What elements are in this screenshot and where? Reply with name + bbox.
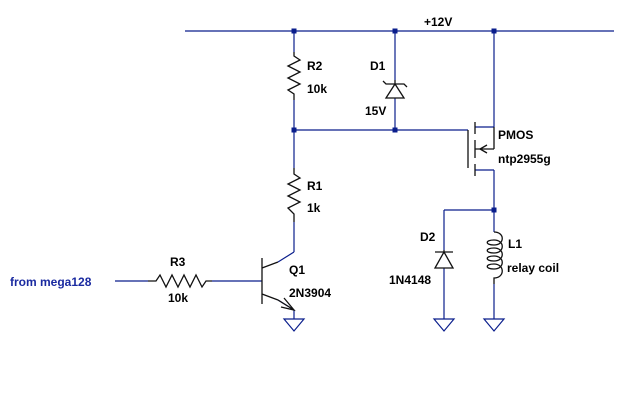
r3-resistor bbox=[148, 273, 212, 289]
input-net-label: from mega128 bbox=[10, 275, 92, 289]
ground-d2-icon bbox=[432, 318, 456, 332]
l1-relay-coil bbox=[486, 231, 503, 284]
pmos-value-label: ntp2955g bbox=[498, 152, 551, 166]
ground-l1-icon bbox=[482, 318, 506, 332]
pmos-transistor bbox=[467, 122, 495, 176]
r1-value-label: 1k bbox=[307, 201, 321, 215]
d2-ref-label: D2 bbox=[420, 230, 436, 244]
supply-net-label: +12V bbox=[424, 15, 452, 29]
r3-value-label: 10k bbox=[168, 291, 188, 305]
q1-npn-transistor bbox=[261, 258, 296, 312]
junction-gate-left bbox=[291, 127, 297, 133]
d1-zener-diode bbox=[382, 80, 408, 99]
l1-ref-label: L1 bbox=[508, 237, 522, 251]
d1-ref-label: D1 bbox=[370, 59, 386, 73]
junction-gate-d1 bbox=[392, 127, 398, 133]
r2-ref-label: R2 bbox=[307, 59, 323, 73]
l1-value-label: relay coil bbox=[507, 261, 559, 275]
wires bbox=[115, 30, 614, 319]
r2-resistor bbox=[286, 52, 302, 100]
junction-rail-pmos bbox=[491, 28, 497, 34]
r3-ref-label: R3 bbox=[170, 255, 186, 269]
junctions bbox=[291, 28, 497, 213]
r2-value-label: 10k bbox=[307, 82, 327, 96]
ground-q1-icon bbox=[282, 318, 306, 332]
q1-collector-wire bbox=[277, 251, 295, 263]
d2-diode bbox=[433, 250, 455, 269]
d2-value-label: 1N4148 bbox=[389, 273, 431, 287]
junction-rail-d1 bbox=[392, 28, 398, 34]
q1-value-label: 2N3904 bbox=[289, 286, 331, 300]
r1-ref-label: R1 bbox=[307, 179, 323, 193]
junction-output bbox=[491, 207, 497, 213]
junction-rail-r2 bbox=[291, 28, 297, 34]
q1-ref-label: Q1 bbox=[289, 263, 305, 277]
r1-resistor bbox=[286, 168, 302, 222]
d1-value-label: 15V bbox=[365, 104, 386, 118]
pmos-ref-label: PMOS bbox=[498, 128, 533, 142]
